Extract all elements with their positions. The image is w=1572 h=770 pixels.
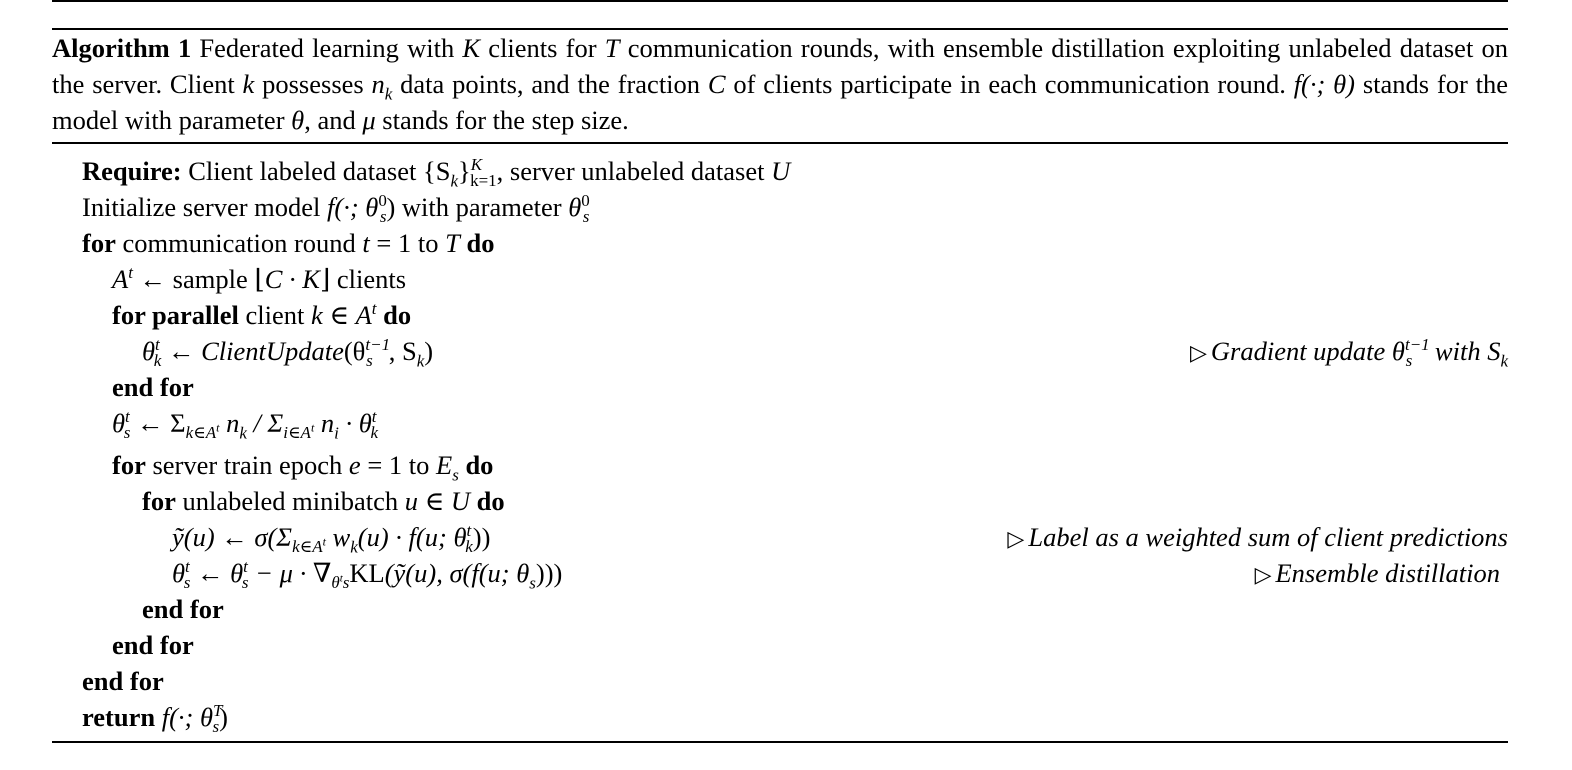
algo-line-end-for-epochs: end for: [112, 630, 194, 660]
algo-comment-ensemble-distillation: ▷Ensemble distillation: [1254, 558, 1500, 588]
top-rule: [52, 0, 1508, 2]
algorithm-caption: Algorithm 1 Federated learning with K cl…: [52, 33, 1508, 135]
triangle-icon: ▷: [1007, 526, 1025, 551]
algo-comment-gradient-update: ▷Gradient update θt−1s with Sk: [1189, 335, 1508, 371]
algo-line-aggregate: θts ← Σk∈At nk / Σi∈At ni · θtk: [112, 407, 379, 443]
algo-line-end-for-parallel: end for: [112, 372, 194, 402]
triangle-icon: ▷: [1189, 340, 1207, 365]
algo-line-end-for-rounds: end for: [82, 666, 164, 696]
algo-line-pseudo-label: ỹ(u) ← σ(Σk∈At wk(u) · f(u; θtk)): [172, 521, 491, 557]
algo-line-initialize: Initialize server model f(·; θ0s) with p…: [82, 191, 590, 227]
caption-top-rule: [52, 28, 1508, 30]
algo-line-for-parallel: for parallel client k ∈ At do: [112, 299, 412, 330]
triangle-icon: ▷: [1254, 562, 1272, 587]
algorithm-label: Algorithm 1: [52, 33, 192, 63]
algo-line-for-rounds: for communication round t = 1 to T do: [82, 228, 495, 258]
algorithm-bottom-rule: [52, 741, 1508, 743]
algo-line-client-update: θtk ← ClientUpdate(θt−1s, Sk): [142, 335, 434, 371]
algo-line-end-for-minibatch: end for: [142, 594, 224, 624]
algo-comment-label-weighted: ▷Label as a weighted sum of client predi…: [1007, 522, 1508, 552]
algo-line-for-minibatch: for unlabeled minibatch u ∈ U do: [142, 486, 505, 516]
algo-line-sample: At ← sample ⌊C · K⌋ clients: [112, 263, 407, 294]
algo-line-distill-update: θts ← θts − μ · ∇θtsKL(ỹ(u), σ(f(u; θs))…: [172, 557, 563, 593]
algo-line-for-epochs: for server train epoch e = 1 to Es do: [112, 450, 494, 485]
algo-line-return: return f(·; θTs): [82, 701, 228, 737]
caption-bottom-rule: [52, 142, 1508, 144]
algo-line-require: Require: Client labeled dataset {Sk}Kk=1…: [82, 155, 791, 191]
